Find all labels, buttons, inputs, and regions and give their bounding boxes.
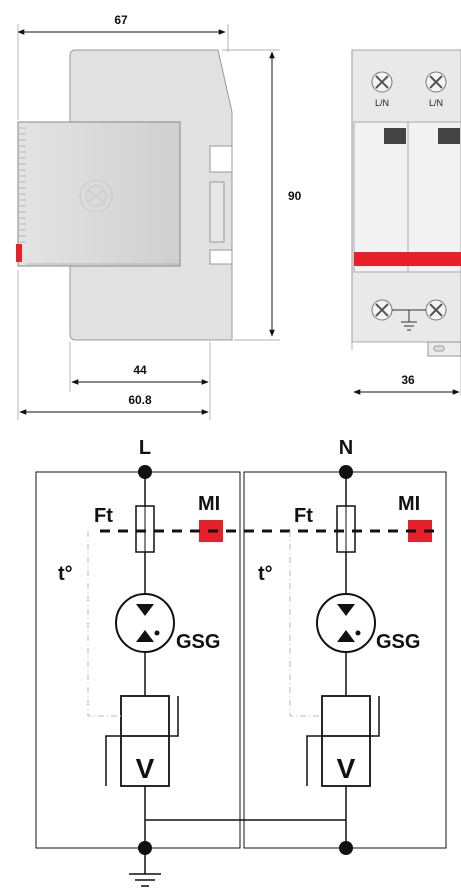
- terminal-screw-icon: [371, 299, 393, 321]
- fuse-label-right: Ft: [294, 505, 313, 527]
- module-left: [353, 121, 409, 273]
- side-view: 67: [16, 13, 302, 420]
- earth-ground-icon: [129, 848, 161, 887]
- gsg-label-right: GSG: [376, 631, 420, 653]
- terminal-label-left: L/N: [375, 98, 389, 108]
- side-red-indicator: [16, 244, 22, 262]
- module-right-window: [438, 128, 460, 144]
- thermal-coupling-left: [87, 531, 121, 717]
- terminal-screw-icon: [425, 299, 447, 321]
- gsg-right: [316, 593, 376, 653]
- indicator-right: [408, 520, 432, 542]
- terminal-label-right: L/N: [429, 98, 443, 108]
- indicator-label-right: MI: [398, 493, 420, 515]
- front-view: L/N L/N 36: [351, 49, 461, 396]
- din-notch-top: [209, 145, 233, 173]
- module-left-red-stripe: [354, 252, 408, 266]
- varistor-label-right: V: [337, 753, 356, 784]
- housing-body: [69, 49, 233, 341]
- varistor-left: [120, 695, 170, 787]
- thermal-label-right: t°: [258, 563, 273, 585]
- gsg-label-left: GSG: [176, 631, 220, 653]
- fuse-label-left: Ft: [94, 505, 113, 527]
- brand-logo-icon: [79, 179, 113, 213]
- phase-label-right: N: [339, 437, 353, 459]
- terminal-screw-icon: [425, 71, 447, 93]
- node-bottom-right: [339, 841, 353, 855]
- thermal-label-left: t°: [58, 563, 73, 585]
- indicator-label-left: MI: [198, 493, 220, 515]
- dim-depth-front: 44: [133, 363, 147, 377]
- dim-depth-total: 60.8: [128, 393, 152, 407]
- module-right: [407, 121, 461, 273]
- din-notch-bottom: [209, 249, 233, 265]
- varistor-label-left: V: [136, 753, 155, 784]
- din-latch: [427, 341, 461, 357]
- thermal-coupling-right: [289, 531, 322, 717]
- ribbed-edge: [18, 127, 180, 265]
- ground-symbol-icon: [392, 309, 426, 331]
- dim-width-top: 67: [114, 13, 128, 27]
- gsg-left: [115, 593, 175, 653]
- dim-module-width: 36: [401, 373, 415, 387]
- phase-label-left: L: [139, 437, 151, 459]
- terminal-screw-icon: [371, 71, 393, 93]
- module-left-window: [384, 128, 406, 144]
- module-right-red-stripe: [408, 252, 461, 266]
- schematic: L N V Ft MI t° GSG: [35, 437, 447, 887]
- dim-height: 90: [288, 189, 302, 203]
- din-clip: [209, 181, 225, 243]
